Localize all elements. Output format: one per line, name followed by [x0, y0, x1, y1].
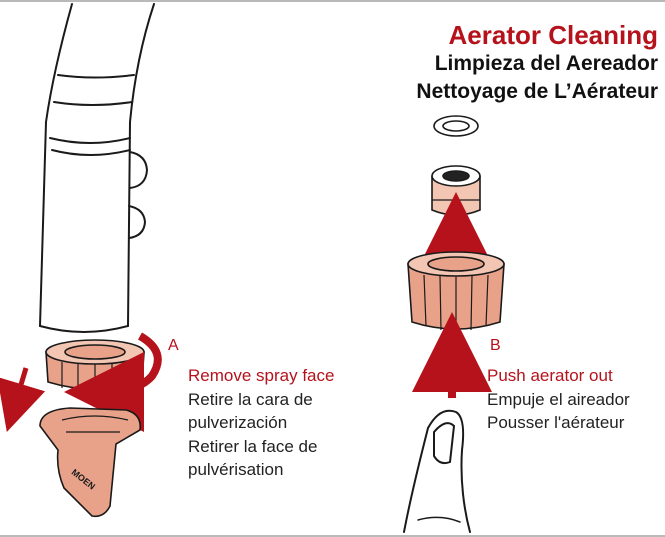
step-a-spanish-line2: pulverización [188, 413, 288, 432]
title-french: Nettoyage de L’Aérateur [416, 80, 658, 103]
aerator-insert [431, 165, 481, 216]
removal-tool: MOEN [39, 407, 142, 518]
step-a-spanish-line1: Retire la cara de [188, 389, 313, 409]
step-b-french: Pousser l'aérateur [487, 413, 625, 432]
faucet-spout [39, 3, 155, 333]
title-english: Aerator Cleaning [448, 20, 659, 50]
step-b-english: Push aerator out [487, 366, 613, 385]
washer-ring [433, 115, 479, 137]
step-a-english: Remove spray face [188, 366, 335, 385]
remove-arrow [0, 367, 46, 432]
step-a-french-line1: Retirer la face de [188, 436, 318, 456]
step-a-french-line2: pulvérisation [188, 460, 284, 479]
step-b-spanish: Empuje el aireador [487, 389, 630, 409]
step-a-text: Remove spray face Retire la cara de pulv… [188, 364, 334, 482]
bottom-border [0, 535, 665, 537]
step-b-text: Push aerator out Empuje el aireador Pous… [487, 364, 630, 435]
step-b-letter: B [490, 337, 501, 354]
step-a-letter: A [168, 337, 179, 354]
title-block: Aerator Cleaning Limpieza del Aereador N… [416, 20, 658, 106]
rotate-arrow [64, 332, 162, 432]
aerator-housing [407, 251, 505, 331]
spray-face [45, 339, 145, 392]
top-border [0, 0, 665, 2]
finger [403, 409, 471, 533]
title-spanish: Limpieza del Aereador [434, 52, 658, 75]
